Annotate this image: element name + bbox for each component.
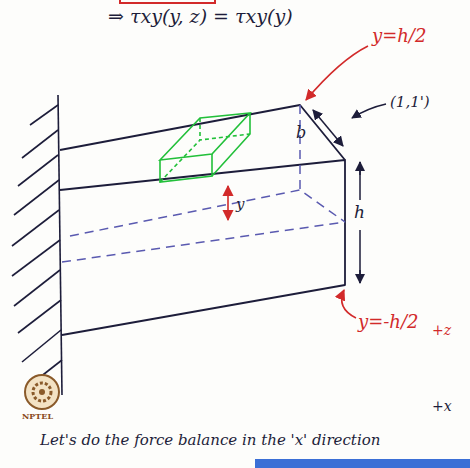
red-box bbox=[120, 0, 215, 3]
beam-outline bbox=[60, 105, 345, 335]
blue-bar bbox=[255, 459, 470, 468]
axis-label: +x bbox=[432, 398, 452, 414]
dimension-label: h bbox=[354, 203, 365, 223]
leader-line bbox=[352, 104, 386, 118]
leader-line bbox=[306, 46, 368, 100]
watermark: NPTEL bbox=[22, 412, 53, 421]
point-label: (1,1') bbox=[390, 94, 430, 111]
boundary-label: y=h/2 bbox=[372, 26, 426, 47]
h-arrowhead bbox=[359, 162, 361, 175]
note: Let's do the force balance in the 'x' di… bbox=[40, 432, 380, 449]
wall-hatching bbox=[12, 95, 62, 395]
green-element bbox=[160, 113, 250, 182]
leader-line bbox=[342, 290, 356, 318]
dimension-label: y bbox=[236, 196, 244, 213]
y-dimension bbox=[227, 186, 229, 220]
formula: ⇒ τxy(y, z) = τxy(y) bbox=[108, 6, 293, 28]
h-arrowhead bbox=[359, 270, 361, 283]
h-dimension bbox=[359, 162, 361, 283]
boundary-label: y=-h/2 bbox=[358, 312, 418, 333]
neutral-plane bbox=[62, 105, 345, 262]
dimension-label: b bbox=[296, 124, 306, 142]
axis-label: +z bbox=[432, 322, 451, 338]
b-dimension bbox=[313, 110, 343, 146]
nptel-logo bbox=[25, 375, 59, 409]
